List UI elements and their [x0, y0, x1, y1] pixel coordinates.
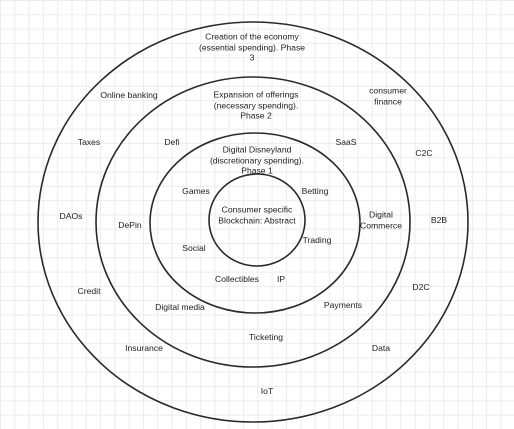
phase-2-item: Ticketing: [248, 331, 284, 342]
inner-ring-core: [208, 173, 306, 267]
phase-2-title: Expansion of offerings (necessary spendi…: [213, 89, 299, 121]
ring-phase-2: [95, 76, 411, 368]
ring-phase-1: [149, 132, 361, 314]
phase-2-item: DePin: [118, 219, 142, 230]
phase-3-item: Credit: [77, 285, 101, 296]
phase-3-item: consumer finance: [369, 85, 407, 107]
phase-3-item: DAOs: [59, 210, 83, 221]
phase-1-item: IP: [276, 273, 286, 284]
phase-2-item: SaaS: [335, 136, 357, 147]
core-title: Consumer specific Blockchain: Abstract: [218, 204, 296, 226]
phase-1-item: Collectibles: [215, 273, 259, 284]
phase-1-item: Games: [182, 185, 210, 196]
phase-3-item: IoT: [260, 385, 274, 396]
phase-3-item: Data: [371, 342, 391, 353]
phase-1-item: Trading: [302, 234, 332, 245]
phase-3-item: C2C: [415, 147, 433, 158]
phase-1-item: Social: [182, 242, 206, 253]
phase-2-item: Payments: [323, 299, 363, 310]
outer-ring-phase-3: [37, 21, 469, 423]
phase-3-item: Insurance: [125, 342, 163, 353]
phase-3-item: Taxes: [77, 136, 101, 147]
phase-2-item: Digital Commerce: [359, 209, 403, 231]
phase-3-title: Creation of the economy (essential spend…: [198, 31, 306, 63]
phase-3-item: Online banking: [100, 89, 158, 100]
phase-1-item: Betting: [301, 185, 329, 196]
phase-1-title: Digital Disneyland (discretionary spendi…: [209, 144, 305, 176]
phase-3-item: D2C: [412, 281, 430, 292]
phase-2-item: Digital media: [155, 301, 205, 312]
phase-3-item: B2B: [430, 214, 448, 225]
phase-2-item: Defi: [164, 136, 180, 147]
